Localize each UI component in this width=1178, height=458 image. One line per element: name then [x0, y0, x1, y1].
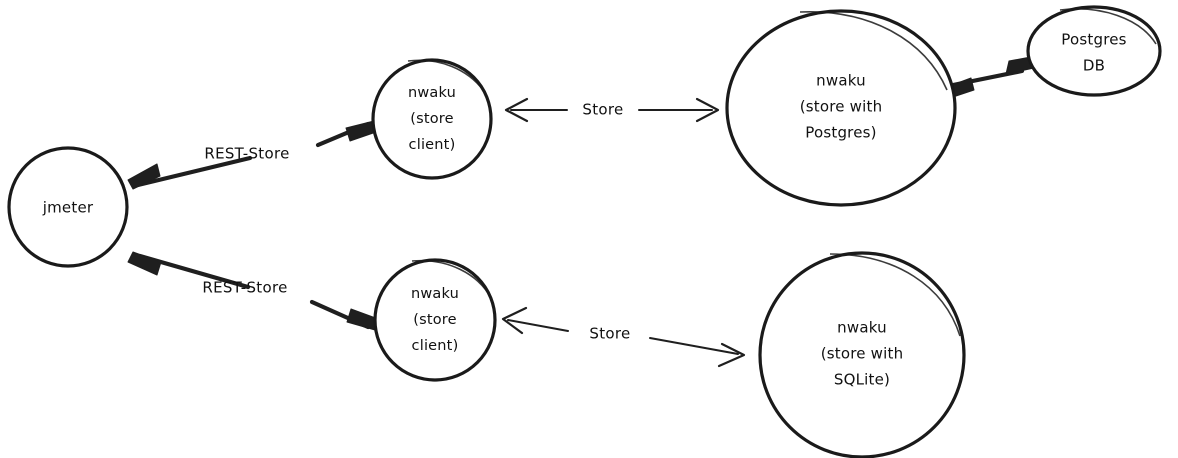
- store-top-label: Store: [582, 101, 623, 119]
- edge-postgres-link: [943, 55, 1037, 100]
- store-client-top-label-line1: nwaku: [408, 85, 456, 101]
- store-client-bottom-label-line2: (store: [413, 312, 457, 328]
- node-postgres-db[interactable]: Postgres DB: [1026, 5, 1162, 97]
- nwaku-sqlite-sketch-overstroke: [829, 253, 961, 337]
- node-jmeter[interactable]: jmeter: [7, 146, 129, 268]
- store-client-bottom-circle: [373, 258, 497, 382]
- jmeter-circle: [7, 146, 129, 268]
- store-client-bottom-sketch-overstroke: [411, 259, 492, 299]
- store-bottom-arrowhead-left: [501, 306, 528, 335]
- edge-store-bottom: Store: [501, 306, 746, 368]
- store-client-top-circle: [371, 58, 493, 180]
- store-top-arrowhead-left: [504, 97, 529, 123]
- node-store-client-bottom[interactable]: nwaku (store client): [373, 258, 497, 382]
- nwaku-postgres-label-line2: (store with: [800, 98, 883, 116]
- store-client-top-label-line3: client): [409, 137, 456, 153]
- store-client-bottom-label-line3: client): [412, 338, 459, 354]
- edge-rest-store-top: REST-Store: [127, 120, 380, 190]
- nwaku-postgres-sketch-overstroke: [799, 11, 948, 91]
- postgres-db-label-line2: DB: [1083, 57, 1105, 75]
- nwaku-sqlite-circle: [758, 251, 966, 458]
- store-bottom-line-left: [507, 319, 569, 332]
- edge-rest-store-bottom: REST-Store: [127, 251, 382, 331]
- node-nwaku-postgres[interactable]: nwaku (store with Postgres): [725, 9, 957, 207]
- nwaku-postgres-ellipse: [725, 9, 957, 207]
- nwaku-postgres-label-line3: Postgres): [805, 124, 876, 142]
- nwaku-sqlite-label-line3: SQLite): [834, 371, 890, 389]
- store-client-top-label-line2: (store: [410, 111, 454, 127]
- nwaku-sqlite-label-line2: (store with: [821, 345, 904, 363]
- node-nwaku-sqlite[interactable]: nwaku (store with SQLite): [758, 251, 966, 458]
- edge-store-top: Store: [504, 97, 720, 123]
- postgres-db-label-line1: Postgres: [1061, 31, 1126, 49]
- store-client-top-sketch-overstroke: [407, 59, 484, 91]
- jmeter-label: jmeter: [42, 199, 94, 217]
- rest-store-top-label: REST-Store: [204, 145, 289, 163]
- node-store-client-top[interactable]: nwaku (store client): [371, 58, 493, 180]
- rest-store-bottom-arrowhead-left: [127, 251, 162, 276]
- store-client-bottom-label-line1: nwaku: [411, 286, 459, 302]
- store-bottom-line-right: [649, 337, 739, 355]
- rest-store-top-arrowhead-left: [127, 163, 161, 190]
- jmeter-sketch-overstroke: [69, 147, 127, 195]
- store-top-arrowhead-right: [695, 97, 720, 123]
- postgres-db-ellipse: [1026, 5, 1162, 97]
- nwaku-postgres-label-line1: nwaku: [816, 72, 866, 90]
- nwaku-sqlite-label-line1: nwaku: [837, 319, 887, 337]
- postgres-db-sketch-overstroke: [1059, 8, 1157, 45]
- rest-store-bottom-label: REST-Store: [202, 279, 287, 297]
- store-bottom-arrowhead-right: [717, 342, 746, 368]
- rest-store-top-line-left: [135, 155, 253, 188]
- store-bottom-label: Store: [589, 325, 630, 343]
